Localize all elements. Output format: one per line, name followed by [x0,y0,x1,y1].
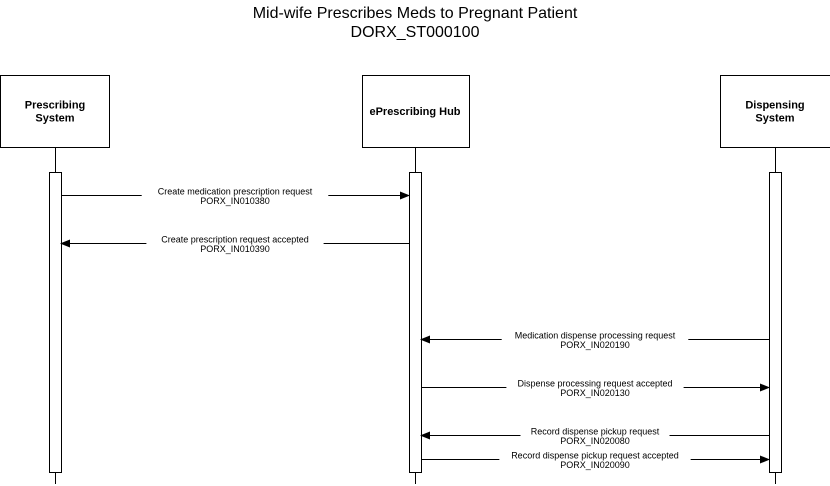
message-label: Dispense processing request accepted [517,379,672,389]
message-label-bg [506,378,684,389]
message-1: Create medication prescription requestPO… [61,186,410,206]
message-label: Create prescription request accepted [161,235,309,245]
message-5: Record dispense pickup requestPORX_IN020… [420,426,769,446]
message-2: Create prescription request acceptedPORX… [60,234,409,254]
participant-hub: ePrescribing Hub [362,75,470,484]
message-3: Medication dispense processing requestPO… [420,330,769,350]
participant-label: System [755,113,794,125]
message-label-bg [141,186,329,197]
activation-bar [49,172,62,473]
participant-box [720,75,830,148]
diagram-title: Mid-wife Prescribes Meds to Pregnant Pat… [252,5,578,22]
message-code: PORX_IN020080 [560,436,630,446]
message-4: Dispense processing request acceptedPORX… [421,378,770,398]
message-6: Record dispense pickup request acceptedP… [421,450,770,470]
participant-label: Prescribing [25,100,86,112]
message-label: Create medication prescription request [158,187,313,197]
message-code: PORX_IN010390 [200,244,270,254]
participant-label: Dispensing [745,100,804,112]
participant-box [0,75,110,148]
message-label-bg [146,234,324,245]
participant-label: System [35,113,74,125]
message-label-bg [520,426,670,437]
message-label-bg [501,330,689,341]
message-label: Medication dispense processing request [515,331,676,341]
message-code: PORX_IN020090 [560,460,630,470]
message-label: Record dispense pickup request accepted [511,451,679,461]
message-code: PORX_IN020190 [560,340,630,350]
participant-label: ePrescribing Hub [369,106,460,118]
diagram-subtitle: DORX_ST000100 [350,24,480,41]
message-label-bg [499,450,691,461]
message-code: PORX_IN020130 [560,388,630,398]
activation-bar [769,172,782,473]
message-label: Record dispense pickup request [531,427,660,437]
message-code: PORX_IN010380 [200,196,270,206]
activation-bar [409,172,422,473]
participant-box [362,75,470,148]
